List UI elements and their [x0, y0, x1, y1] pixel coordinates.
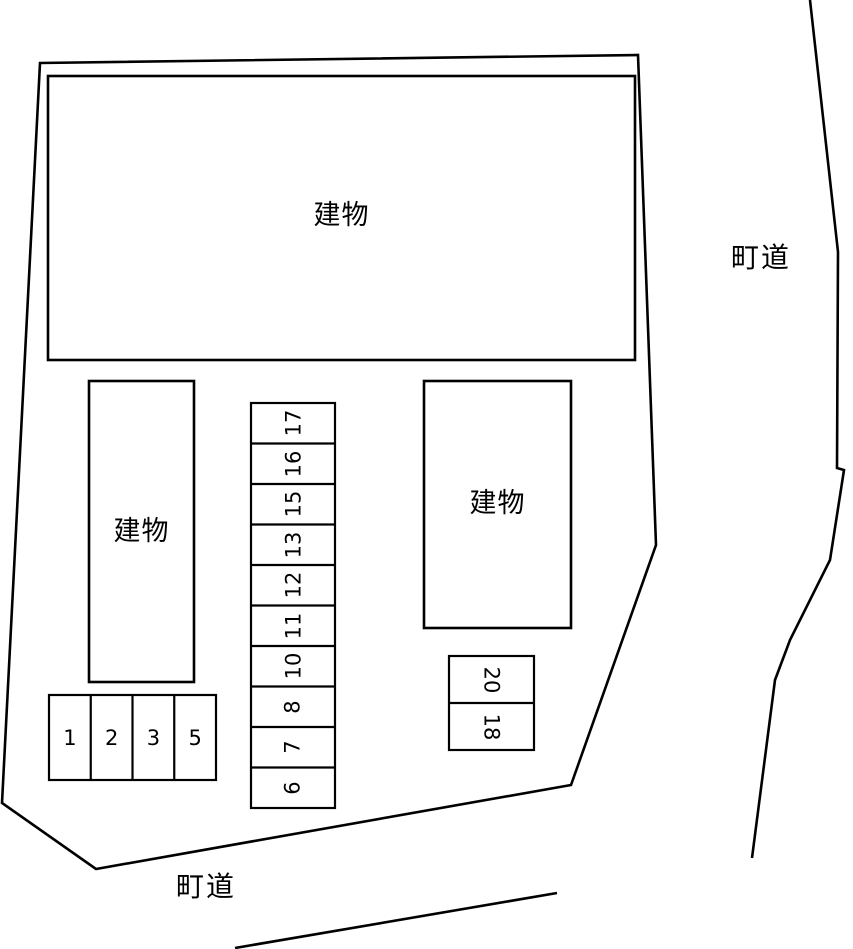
stall-label-6: 6	[281, 781, 305, 795]
stall-label-7: 7	[281, 740, 305, 754]
stall-cell-7[interactable]: 7	[251, 727, 335, 768]
road-east-label: 町道	[731, 241, 792, 274]
stall-cell-16[interactable]: 16	[251, 444, 335, 485]
stall-label-5: 5	[188, 725, 202, 750]
stall-label-15: 15	[280, 490, 305, 518]
road-south-label: 町道	[176, 870, 237, 903]
stall-cell-6[interactable]: 6	[251, 768, 335, 809]
stall-cell-18[interactable]: 18	[449, 703, 534, 750]
road-south-line	[234, 891, 558, 949]
stall-cell-17[interactable]: 17	[251, 403, 335, 444]
stall-label-10: 10	[280, 652, 305, 680]
stall-label-2: 2	[104, 725, 119, 750]
stall-label-20: 20	[479, 666, 504, 693]
stall-cell-3[interactable]: 3	[133, 695, 175, 780]
stall-cell-10[interactable]: 10	[251, 646, 335, 687]
stall-label-16: 16	[280, 450, 305, 478]
stall-label-8: 8	[281, 700, 305, 714]
building-left-label: 建物	[113, 516, 170, 547]
stall-label-3: 3	[146, 725, 161, 750]
road-east-line	[750, 0, 846, 859]
stall-label-11: 11	[280, 612, 305, 640]
stall-cell-5[interactable]: 5	[174, 695, 216, 780]
stall-cell-1[interactable]: 1	[49, 695, 91, 780]
stall-cell-8[interactable]: 8	[251, 687, 335, 728]
stall-cell-20[interactable]: 20	[449, 656, 534, 703]
stall-label-12: 12	[280, 571, 305, 599]
stall-label-18: 18	[479, 713, 504, 740]
building-main-top-label: 建物	[313, 200, 370, 231]
stall-label-13: 13	[280, 531, 305, 559]
building-right-mid-label: 建物	[469, 488, 526, 519]
stall-cell-11[interactable]: 11	[251, 606, 335, 647]
stall-label-1: 1	[63, 725, 77, 750]
stall-cell-2[interactable]: 2	[91, 695, 133, 780]
stall-cell-12[interactable]: 12	[251, 565, 335, 606]
stall-cell-15[interactable]: 15	[251, 484, 335, 525]
building-right-mid-outline	[422, 379, 573, 630]
stall-label-17: 17	[280, 409, 305, 437]
stall-cell-13[interactable]: 13	[251, 525, 335, 566]
building-left-outline	[87, 379, 196, 684]
building-main-top-outline	[46, 74, 637, 362]
